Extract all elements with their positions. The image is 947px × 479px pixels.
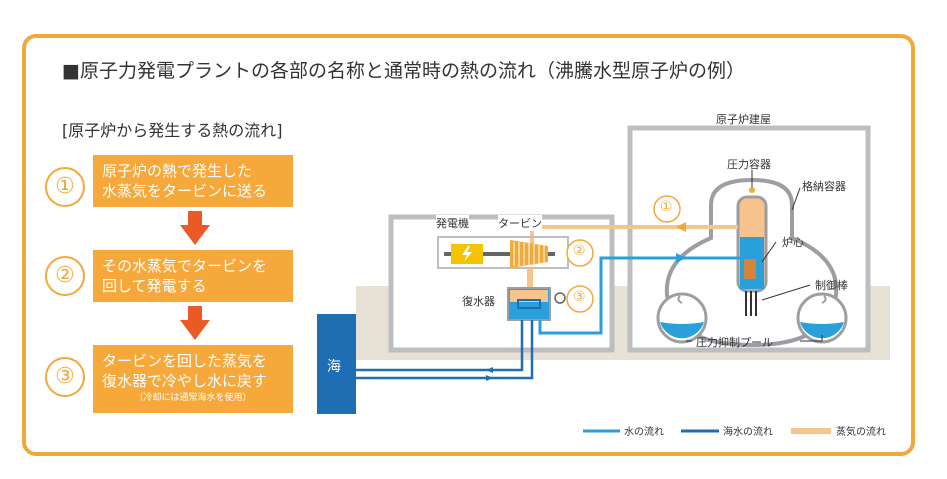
suppression-pool-left bbox=[656, 292, 708, 344]
suppression-pool-right bbox=[796, 292, 848, 344]
pressure-vessel bbox=[736, 195, 768, 293]
page-title: ■原子力発電プラントの各部の名称と通常時の熱の流れ（沸騰水型原子炉の例） bbox=[62, 60, 745, 82]
label-core: 炉心 bbox=[782, 236, 804, 249]
diagram-num-1: ① bbox=[660, 199, 673, 215]
seawater-pipe-in bbox=[356, 320, 524, 372]
arrow-icon bbox=[676, 222, 686, 232]
turbine-building bbox=[388, 214, 615, 353]
arrow-icon bbox=[486, 375, 493, 381]
diagram-num-2: ② bbox=[573, 243, 586, 259]
label-pressure-vessel: 圧力容器 bbox=[727, 158, 771, 171]
step-3-note: （冷却には通常海水を使用） bbox=[134, 393, 252, 403]
label-turbine: タービン bbox=[498, 215, 542, 231]
label-suppression-pool: 圧力抑制プール bbox=[696, 336, 773, 349]
condenser bbox=[507, 287, 566, 321]
step-2-line2: 回して発電する bbox=[102, 277, 207, 295]
step-3-line1: タービンを回した蒸気を bbox=[102, 352, 268, 370]
reactor-core bbox=[744, 259, 756, 279]
water-pipe bbox=[538, 256, 740, 335]
step-2-box: その水蒸気でタービンを 回して発電する bbox=[93, 250, 293, 302]
down-arrow-icon bbox=[180, 306, 210, 340]
step-1-number: ① bbox=[45, 167, 85, 207]
diagram-step-3-marker bbox=[566, 285, 594, 313]
step-1-line2: 水蒸気をタービンに送る bbox=[102, 182, 268, 200]
seawater-pipe-out bbox=[356, 320, 534, 380]
step-1-box: 原子炉の熱で発生した 水蒸気をタービンに送る bbox=[93, 155, 293, 207]
diagram-step-2-marker bbox=[566, 239, 594, 267]
diagram-num-3: ③ bbox=[573, 289, 586, 305]
lightning-icon bbox=[462, 246, 472, 262]
sea bbox=[317, 314, 356, 414]
turbine bbox=[510, 240, 548, 268]
step-2-number: ② bbox=[45, 256, 85, 296]
step-3-line2: 復水器で冷やし水に戻す bbox=[102, 372, 268, 390]
step-1-line1: 原子炉の熱で発生した bbox=[102, 162, 253, 180]
legend-water: 水の流れ bbox=[624, 427, 664, 438]
legend-seawater: 海水の流れ bbox=[723, 427, 773, 438]
label-control-rod: 制御棒 bbox=[815, 279, 848, 292]
step-3-number: ③ bbox=[45, 357, 85, 397]
step-3-box: タービンを回した蒸気を 復水器で冷やし水に戻す （冷却には通常海水を使用） bbox=[93, 345, 293, 413]
label-condenser: 復水器 bbox=[462, 295, 495, 308]
arrow-icon bbox=[486, 367, 493, 373]
arrow-icon bbox=[676, 253, 686, 263]
legend-steam-swatch bbox=[791, 428, 831, 434]
label-generator: 発電機 bbox=[436, 215, 469, 231]
label-sea: 海 bbox=[327, 359, 341, 375]
diagram-step-1-marker bbox=[653, 195, 681, 223]
label-reactor-building: 原子炉建屋 bbox=[716, 113, 771, 126]
legend-steam: 蒸気の流れ bbox=[836, 427, 886, 438]
label-containment: 格納容器 bbox=[802, 180, 846, 193]
down-arrow-icon bbox=[180, 211, 210, 245]
flow-subtitle: [原子炉から発生する熱の流れ] bbox=[62, 121, 283, 140]
step-2-line1: その水蒸気でタービンを bbox=[102, 257, 268, 275]
